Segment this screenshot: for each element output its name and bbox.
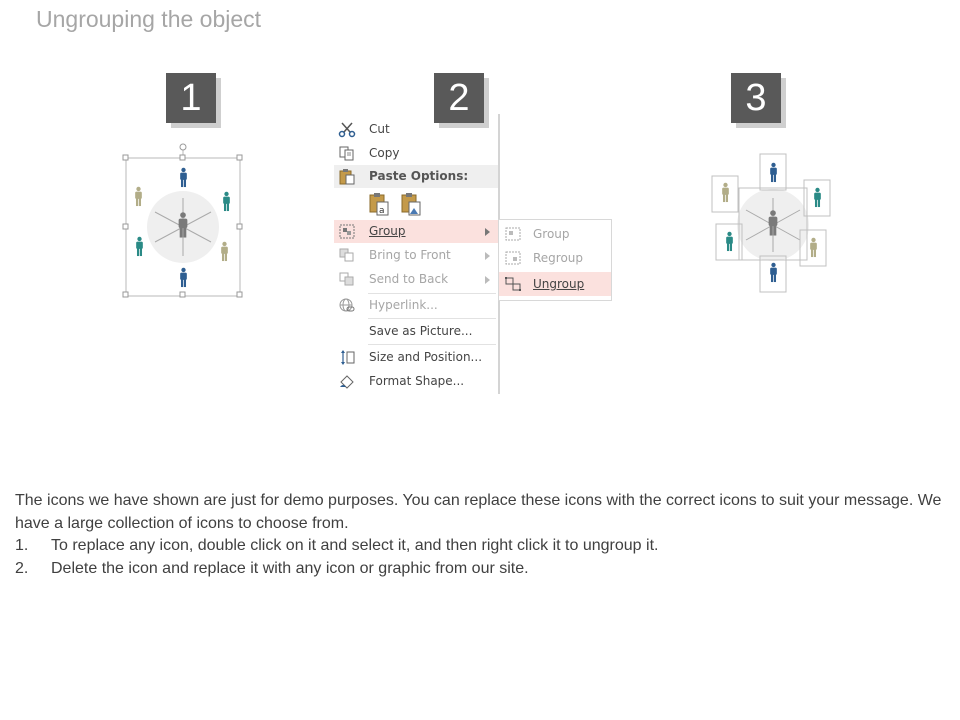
menu-separator [368,293,496,294]
submenu-label-text: Ungroup [533,277,585,291]
submenu-item-ungroup[interactable]: Ungroup [499,272,611,296]
list-item: 2. Delete the icon and replace it with a… [15,558,950,581]
menu-label: Cut [369,122,390,136]
paste-keep-text-icon[interactable]: a [368,192,390,216]
bring-to-front-icon [339,248,354,262]
connector-arrows [154,198,212,256]
menu-label: Copy [369,146,400,160]
menu-item-format-shape[interactable]: Format Shape... [334,370,498,393]
send-to-back-icon [339,272,354,286]
person-icon [814,187,821,208]
svg-text:a: a [379,206,385,216]
menu-label-text: Group [369,224,406,238]
person-icon [726,231,733,252]
submenu-arrow-icon [485,228,490,236]
menu-item-cut[interactable]: Cut [334,118,498,141]
menu-item-size-and-position[interactable]: Size and Position... [334,346,498,369]
format-shape-icon [340,375,354,389]
person-icon [770,262,777,283]
person-icon [180,167,187,188]
group-submenu: Group Regroup Ungroup [498,219,612,301]
step-3-badge: 3 [731,73,781,123]
hyperlink-icon [339,298,355,312]
submenu-label: Regroup [533,251,584,265]
paste-picture-icon[interactable] [400,192,422,216]
submenu-item-regroup[interactable]: Regroup [499,246,611,270]
context-menu: Cut Copy Paste Options: a [334,114,500,394]
menu-label: Paste Options: [369,169,469,183]
group-icon [339,224,355,239]
menu-item-bring-to-front[interactable]: Bring to Front [334,244,498,267]
size-position-icon [341,350,355,365]
paste-icon [339,169,355,185]
intro-paragraph: The icons we have shown are just for dem… [15,492,942,532]
menu-separator [368,344,496,345]
step-2-badge: 2 [434,73,484,123]
copy-icon [339,146,354,161]
menu-item-copy[interactable]: Copy [334,142,498,165]
menu-item-group[interactable]: Group [334,220,498,243]
list-number: 1. [15,537,29,554]
instructions-text: The icons we have shown are just for dem… [15,490,950,580]
ungrouped-object-diagram[interactable] [706,150,840,296]
menu-label: Save as Picture... [369,324,473,338]
menu-item-hyperlink[interactable]: Hyperlink... [334,294,498,317]
regroup-icon [505,251,521,265]
person-icon [722,182,729,203]
menu-item-save-as-picture[interactable]: Save as Picture... [334,320,498,343]
person-icon [223,191,230,212]
menu-label: Bring to Front [369,248,451,262]
person-icon [770,162,777,183]
group-icon [505,227,521,241]
menu-item-send-to-back[interactable]: Send to Back [334,268,498,291]
paste-option-buttons: a [334,190,498,220]
submenu-label: Group [533,227,570,241]
submenu-arrow-icon [485,276,490,284]
menu-label: Group [369,224,406,238]
menu-label: Size and Position... [369,350,483,364]
submenu-item-group[interactable]: Group [499,222,611,246]
list-item: 1. To replace any icon, double click on … [15,535,950,558]
grouped-object-diagram[interactable] [118,140,248,302]
list-text: Delete the icon and replace it with any … [51,559,529,577]
menu-label: Hyperlink... [369,298,438,312]
list-text: To replace any icon, double click on it … [51,537,659,554]
menu-label: Format Shape... [369,374,465,388]
menu-label: Send to Back [369,272,449,286]
list-number: 2. [15,559,29,577]
person-icon [221,241,228,262]
page-title: Ungrouping the object [36,6,262,32]
menu-item-paste-options: Paste Options: [334,165,498,188]
person-icon [136,236,143,257]
scissors-icon [338,122,356,138]
ungroup-icon [505,277,521,291]
person-icon [180,267,187,288]
person-icon [810,237,817,258]
step-1-badge: 1 [166,73,216,123]
person-icon [135,186,142,207]
submenu-label: Ungroup [533,277,584,291]
menu-separator [368,318,496,319]
submenu-arrow-icon [485,252,490,260]
